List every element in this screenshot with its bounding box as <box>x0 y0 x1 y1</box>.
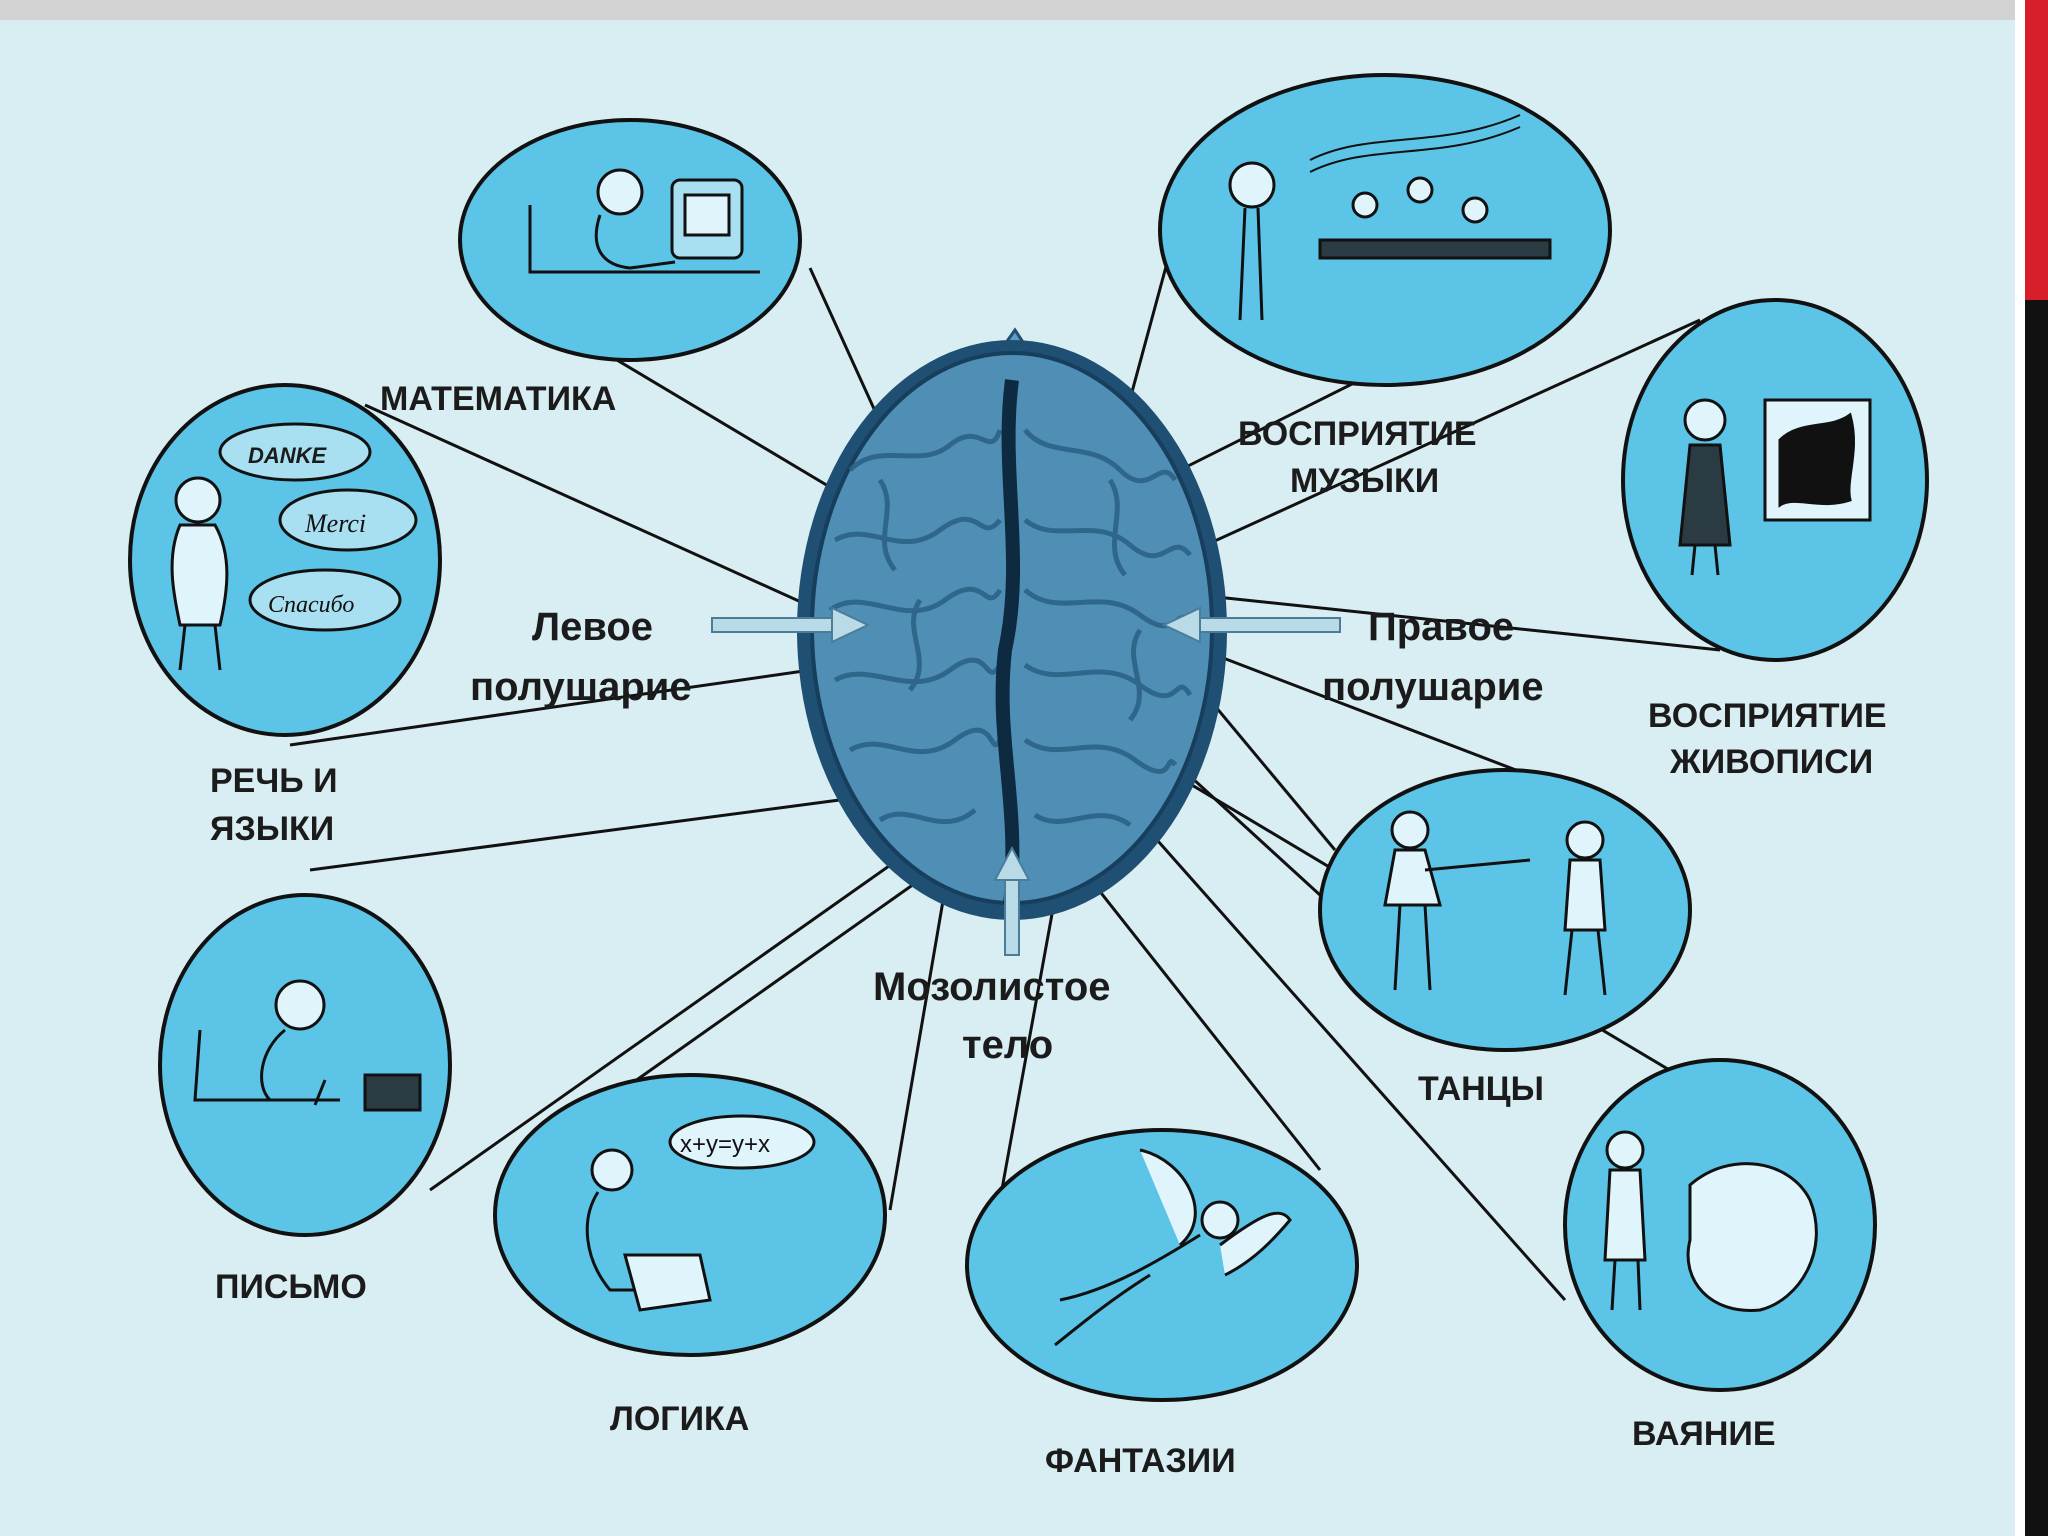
dance-circle <box>1318 768 1692 1052</box>
label-left-hemisphere-line1: Левое <box>532 605 653 649</box>
bubble-merci: Merci <box>304 509 366 538</box>
label-speech-line2: ЯЗЫКИ <box>210 810 334 848</box>
music-circle <box>1158 73 1612 387</box>
writing-circle <box>158 893 452 1237</box>
person-speaking-icon: DANKE Merci Спасибо <box>170 422 418 671</box>
math-circle <box>458 118 802 362</box>
label-music-line1: ВОСПРИЯТИЕ <box>1238 415 1477 453</box>
sculptor-icon <box>1603 1130 1818 1312</box>
label-logic: ЛОГИКА <box>610 1400 749 1438</box>
speech-circle <box>128 383 442 737</box>
label-left-hemisphere-line2: полушарие <box>470 665 692 709</box>
bubble-spasibo: Спасибо <box>268 592 354 618</box>
label-corpus-callosum-line1: Мозолистое <box>873 965 1111 1009</box>
red-accent-bar <box>2025 0 2048 300</box>
label-painting-line1: ВОСПРИЯТИЕ <box>1648 697 1887 735</box>
person-viewing-painting-icon <box>1678 398 1872 576</box>
label-corpus-callosum-line2: тело <box>962 1023 1053 1067</box>
label-speech-line1: РЕЧЬ И <box>210 762 338 800</box>
person-writing-icon <box>193 979 422 1112</box>
label-fantasy: ФАНТАЗИИ <box>1045 1442 1236 1480</box>
person-at-computer-icon <box>528 168 760 274</box>
top-bar <box>0 0 2048 20</box>
label-dance: ТАНЦЫ <box>1418 1070 1544 1108</box>
label-painting-line2: ЖИВОПИСИ <box>1669 743 1873 781</box>
logic-circle <box>493 1073 887 1357</box>
dark-accent-bar <box>2025 300 2048 1536</box>
dancing-couple-icon <box>1383 810 1607 996</box>
bubble-equation: x+y=y+x <box>680 1131 770 1158</box>
left-hemisphere-arrow <box>711 606 871 644</box>
label-right-hemisphere-line2: полушарие <box>1322 665 1544 709</box>
right-hemisphere-arrow <box>1161 606 1341 644</box>
person-thinking-icon: x+y=y+x <box>585 1114 816 1312</box>
brain-illustration <box>797 327 1227 920</box>
bubble-danke: DANKE <box>248 443 328 468</box>
label-right-hemisphere-line1: Правое <box>1368 605 1514 649</box>
label-sculpture: ВАЯНИЕ <box>1632 1415 1776 1453</box>
band-stage-icon <box>1228 114 1552 321</box>
label-writing: ПИСЬМО <box>215 1268 367 1306</box>
flying-fairy-icon <box>1054 1148 1292 1347</box>
fantasy-circle <box>965 1128 1359 1402</box>
corpus-callosum-arrow <box>993 845 1031 956</box>
label-music-line2: МУЗЫКИ <box>1290 462 1439 500</box>
label-math: МАТЕМАТИКА <box>380 380 616 418</box>
